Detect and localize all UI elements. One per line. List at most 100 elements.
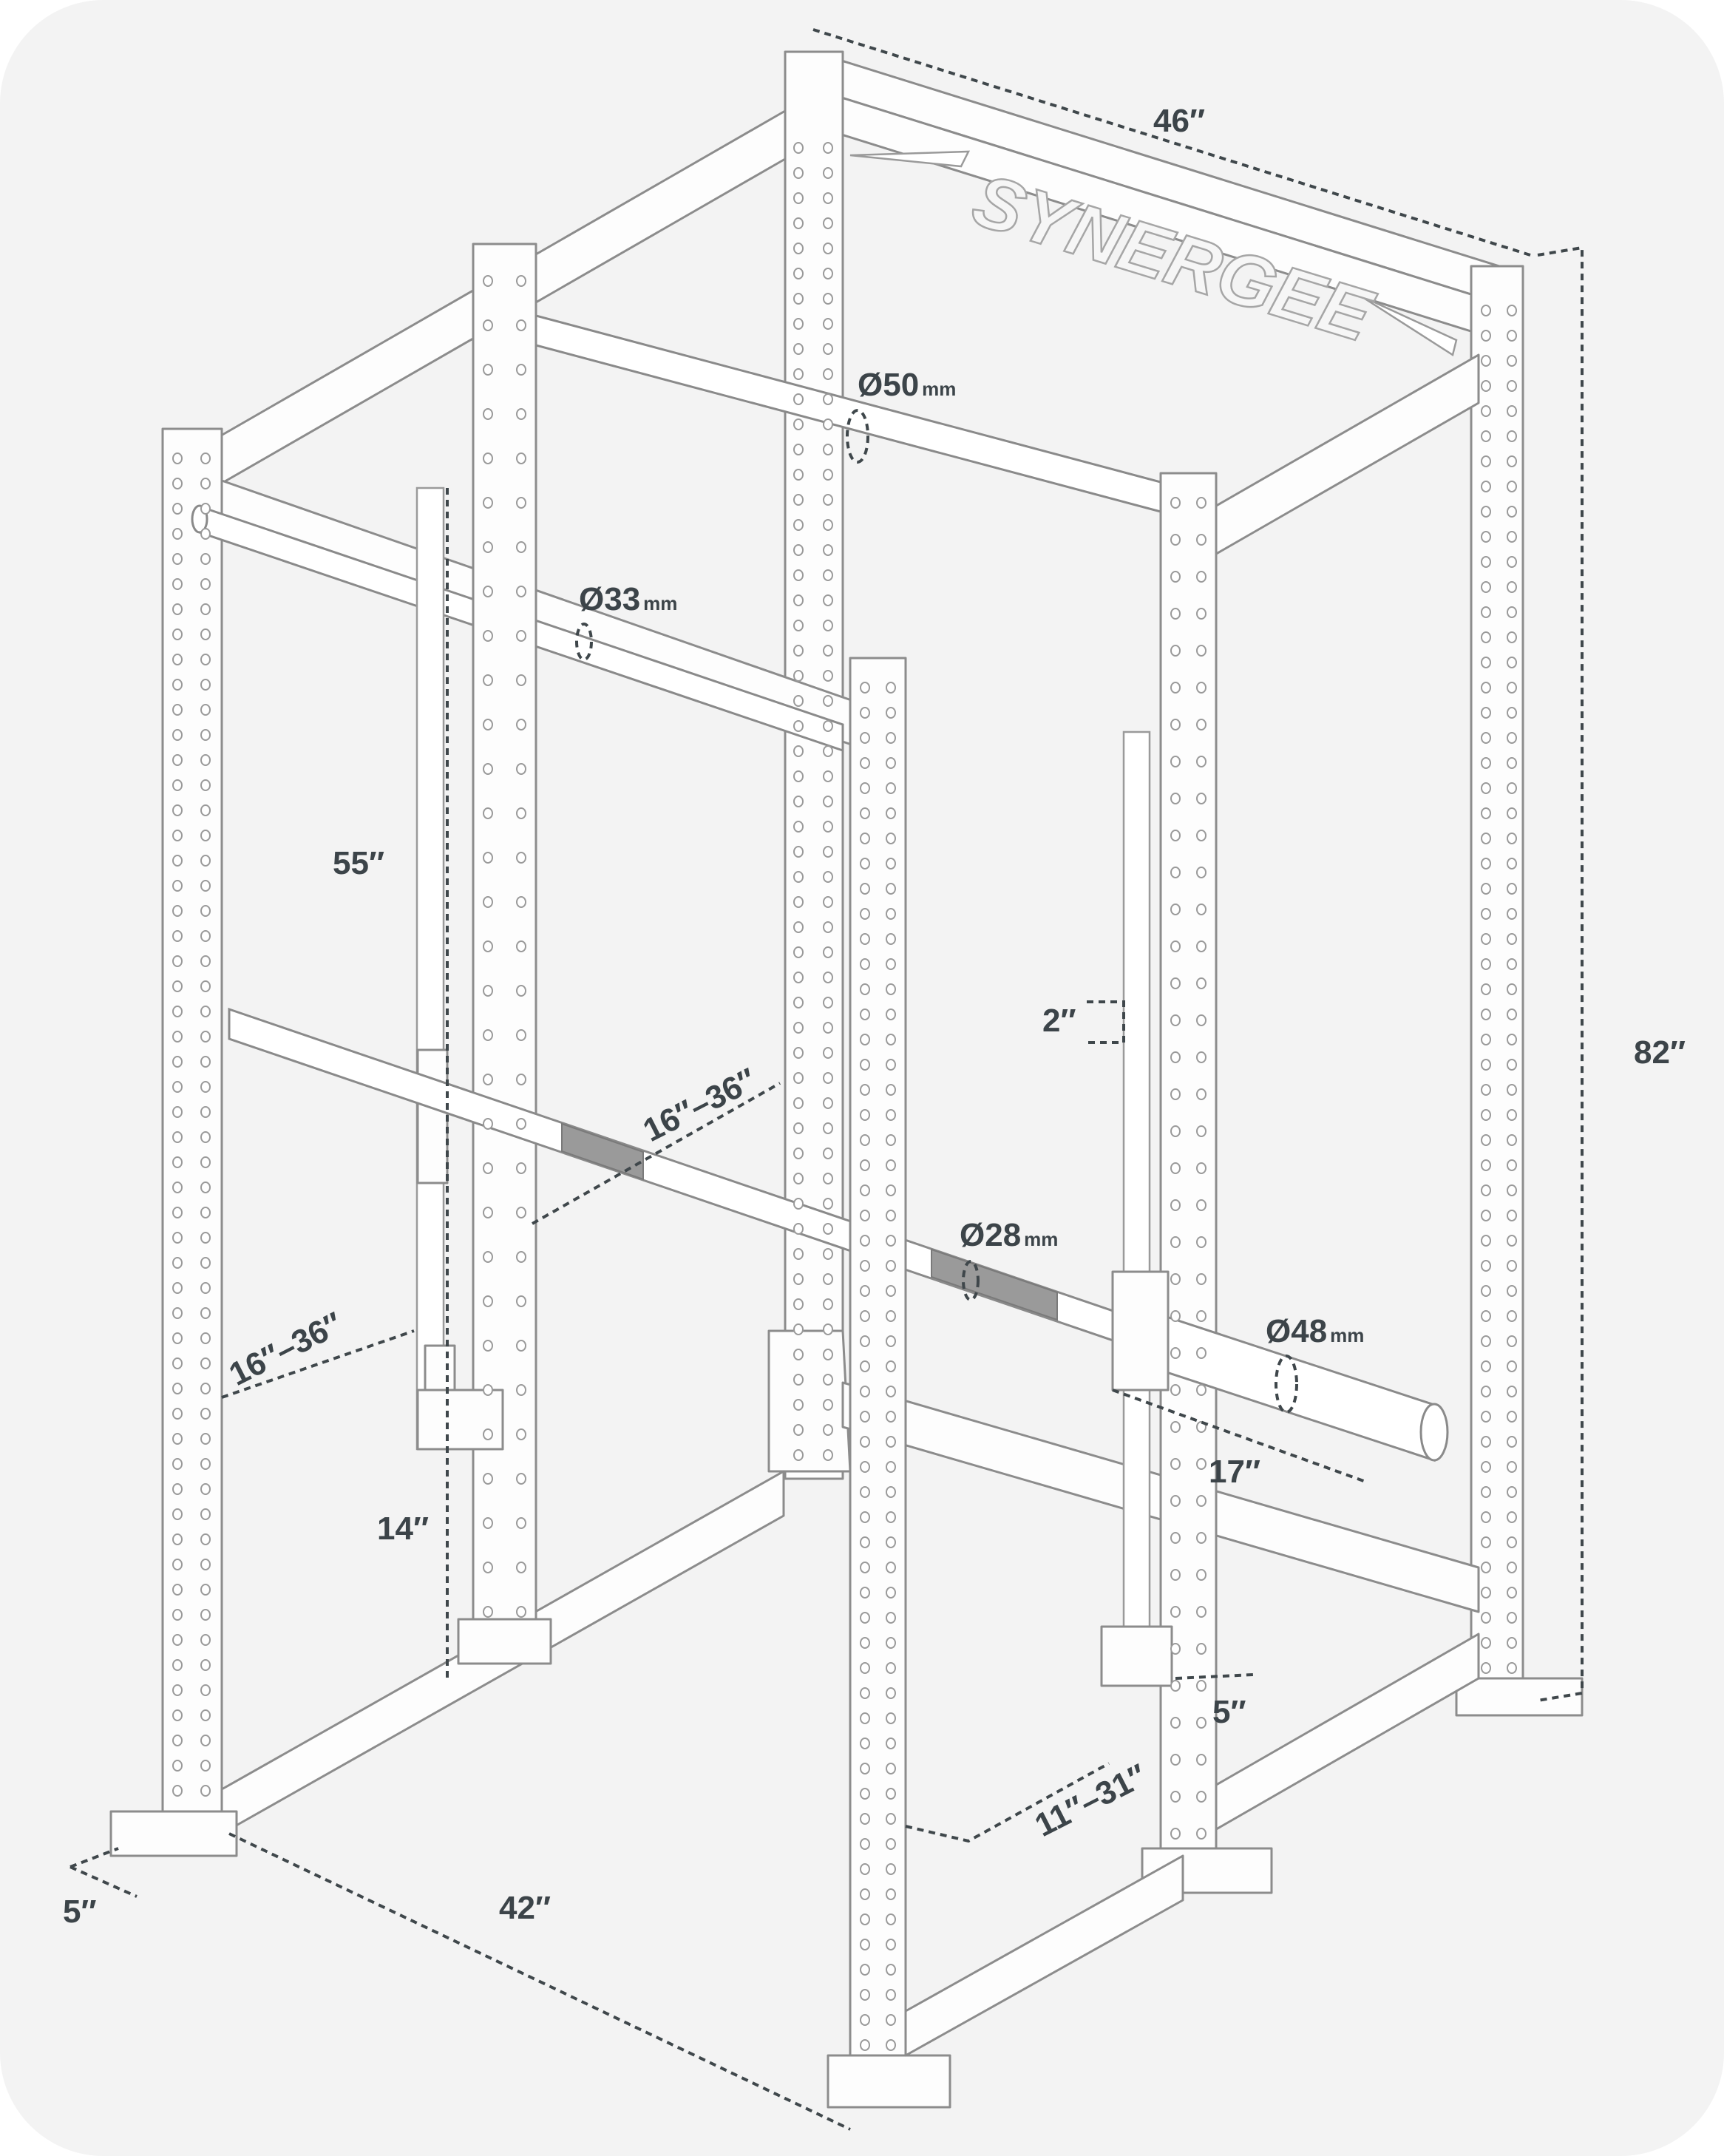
frame-hole (172, 654, 183, 665)
frame-hole (1196, 1717, 1207, 1729)
frame-hole (1196, 1384, 1207, 1396)
frame-hole (860, 1059, 870, 1071)
frame-hole (483, 586, 493, 597)
frame-hole (823, 444, 833, 455)
frame-hole (1481, 682, 1491, 694)
frame-hole (1481, 1134, 1491, 1146)
frame-hole (200, 1282, 211, 1294)
frame-hole (886, 883, 896, 895)
frame-hole (1481, 1587, 1491, 1599)
frame-hole (1507, 1461, 1517, 1473)
frame-hole (823, 1173, 833, 1184)
frame-hole (1481, 707, 1491, 719)
frame-hole (1481, 1260, 1491, 1272)
frame-hole (1507, 1034, 1517, 1045)
frame-hole (886, 1059, 896, 1071)
frame-hole (172, 1533, 183, 1545)
frame-hole (516, 763, 526, 775)
frame-hole (823, 1424, 833, 1436)
frame-hole (1507, 1612, 1517, 1624)
frame-hole (1481, 1184, 1491, 1196)
frame-hole (793, 142, 804, 154)
frame-hole (886, 1386, 896, 1397)
frame-hole (172, 679, 183, 691)
frame-hole (1507, 1134, 1517, 1146)
frame-hole (886, 1989, 896, 2001)
frame-hole (823, 1323, 833, 1335)
frame-hole (483, 452, 493, 464)
frame-hole (172, 804, 183, 816)
frame-hole (516, 1074, 526, 1085)
frame-hole (483, 807, 493, 819)
frame-hole (793, 1198, 804, 1210)
frame-hole (1196, 682, 1207, 694)
frame-hole (1196, 645, 1207, 657)
frame-hole (1196, 1606, 1207, 1618)
dim-height: 82″ (1634, 1034, 1686, 1071)
frame-hole (823, 494, 833, 506)
frame-hole (172, 1785, 183, 1797)
frame-hole (860, 1134, 870, 1146)
frame-hole (860, 908, 870, 920)
frame-hole (793, 645, 804, 657)
frame-hole (1481, 1486, 1491, 1498)
frame-hole (793, 972, 804, 983)
frame-hole (860, 1184, 870, 1196)
frame-hole (172, 1056, 183, 1068)
frame-hole (793, 368, 804, 380)
frame-hole (483, 1207, 493, 1218)
dim-safety-range: 11″–31″ (1029, 1757, 1153, 1844)
frame-hole (483, 1340, 493, 1352)
frame-hole (200, 830, 211, 841)
frame-hole (200, 754, 211, 766)
frame-hole (793, 1223, 804, 1235)
frame-hole (860, 958, 870, 970)
frame-hole (1170, 1421, 1181, 1433)
frame-hole (1170, 977, 1181, 989)
frame-hole (516, 807, 526, 819)
frame-hole (886, 1637, 896, 1649)
frame-hole (823, 871, 833, 883)
frame-hole (793, 1097, 804, 1109)
frame-hole (1507, 1235, 1517, 1247)
back-left-upright (767, 50, 852, 1480)
frame-hole (1170, 1458, 1181, 1470)
frame-hole (886, 1511, 896, 1523)
frame-hole (1481, 1285, 1491, 1297)
frame-hole (1481, 933, 1491, 945)
frame-hole (793, 921, 804, 933)
frame-hole (1481, 455, 1491, 467)
frame-hole (793, 720, 804, 732)
frame-hole (483, 1074, 493, 1085)
frame-hole (886, 1034, 896, 1045)
frame-hole (1481, 380, 1491, 392)
frame-hole (200, 1232, 211, 1244)
frame-hole (1507, 1486, 1517, 1498)
frame-hole (1481, 1210, 1491, 1221)
frame-hole (1170, 1680, 1181, 1692)
frame-hole (1170, 645, 1181, 657)
frame-hole (823, 418, 833, 430)
dim-upright-height: 55″ (333, 845, 384, 881)
frame-hole (823, 293, 833, 305)
frame-hole (1196, 830, 1207, 841)
frame-hole (1196, 977, 1207, 989)
frame-hole (1481, 305, 1491, 316)
frame-hole (483, 1295, 493, 1307)
frame-hole (200, 1609, 211, 1621)
frame-hole (886, 1964, 896, 1976)
frame-hole (172, 1609, 183, 1621)
frame-hole (1481, 807, 1491, 819)
frame-hole (823, 594, 833, 606)
frame-hole (1507, 1084, 1517, 1096)
frame-hole (886, 1285, 896, 1297)
frame-hole (886, 1109, 896, 1121)
frame-hole (1481, 606, 1491, 618)
frame-hole (886, 983, 896, 995)
frame-hole (823, 1198, 833, 1210)
frame-hole (1196, 1495, 1207, 1507)
frame-hole (823, 393, 833, 405)
frame-hole (886, 1913, 896, 1925)
frame-hole (860, 1888, 870, 1900)
